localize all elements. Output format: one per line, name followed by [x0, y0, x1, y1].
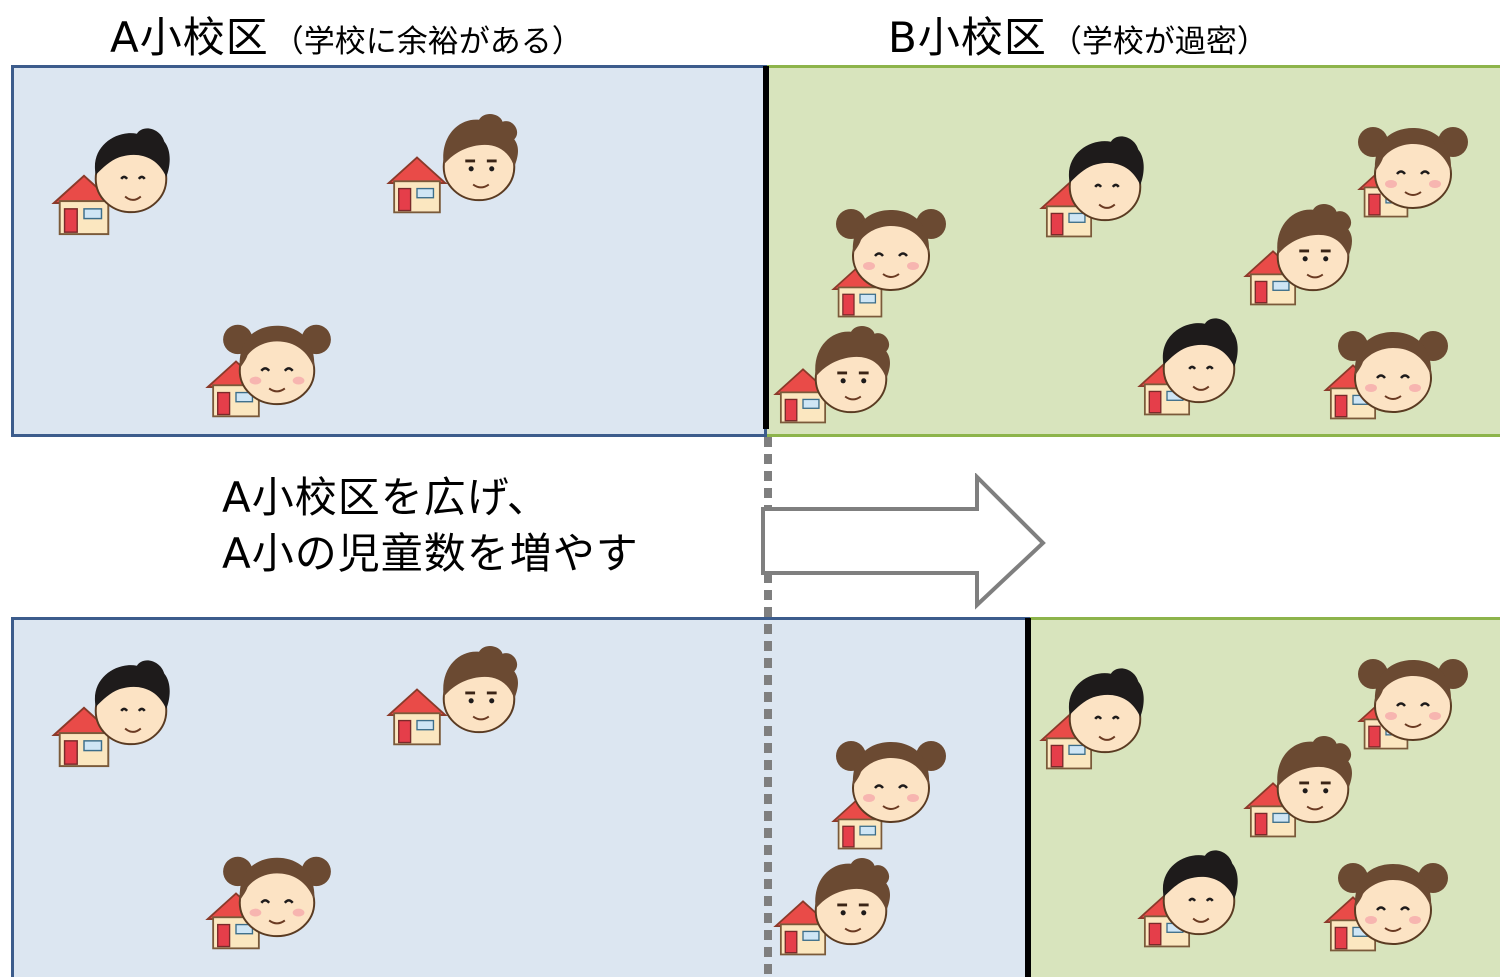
girl-icon — [1348, 646, 1478, 746]
boy-icon — [82, 122, 180, 220]
boy-spiky-icon — [430, 642, 528, 740]
girl-icon — [826, 728, 956, 828]
boy-icon — [1056, 662, 1154, 760]
boy-spiky-icon — [1264, 732, 1362, 830]
boy-spiky-icon — [430, 110, 528, 208]
boy-spiky-icon — [802, 322, 900, 420]
girl-icon — [1328, 850, 1458, 950]
top-boundary-line — [763, 66, 769, 429]
girl-icon — [1348, 114, 1478, 214]
caption-line-2: A小の児童数を増やす — [222, 529, 639, 578]
caption-line-1: A小校区を広げ、 — [222, 473, 550, 522]
zone-a-title: A小校区 — [110, 13, 269, 62]
boy-icon — [82, 654, 180, 752]
boy-icon — [1150, 312, 1248, 410]
arrow-right-icon — [761, 473, 1046, 610]
boy-icon — [1150, 844, 1248, 942]
caption: A小校区を広げ、 A小の児童数を増やす — [222, 470, 639, 582]
old-boundary-dotted-line — [764, 437, 772, 977]
zone-a-subtitle: （学校に余裕がある） — [272, 24, 583, 60]
girl-icon — [1328, 318, 1458, 418]
zone-b-header: B小校区 （学校が過密） — [888, 4, 1268, 62]
boy-spiky-icon — [802, 854, 900, 952]
girl-icon — [213, 844, 341, 942]
zone-a-header: A小校区 （学校に余裕がある） — [110, 4, 583, 62]
zone-b-title: B小校区 — [888, 13, 1047, 62]
boy-spiky-icon — [1264, 200, 1362, 298]
girl-icon — [826, 196, 956, 296]
top-zone-a — [11, 65, 767, 437]
bottom-boundary-line — [1025, 618, 1031, 977]
zone-b-subtitle: （学校が過密） — [1050, 24, 1268, 60]
boy-icon — [1056, 130, 1154, 228]
girl-icon — [213, 312, 341, 410]
